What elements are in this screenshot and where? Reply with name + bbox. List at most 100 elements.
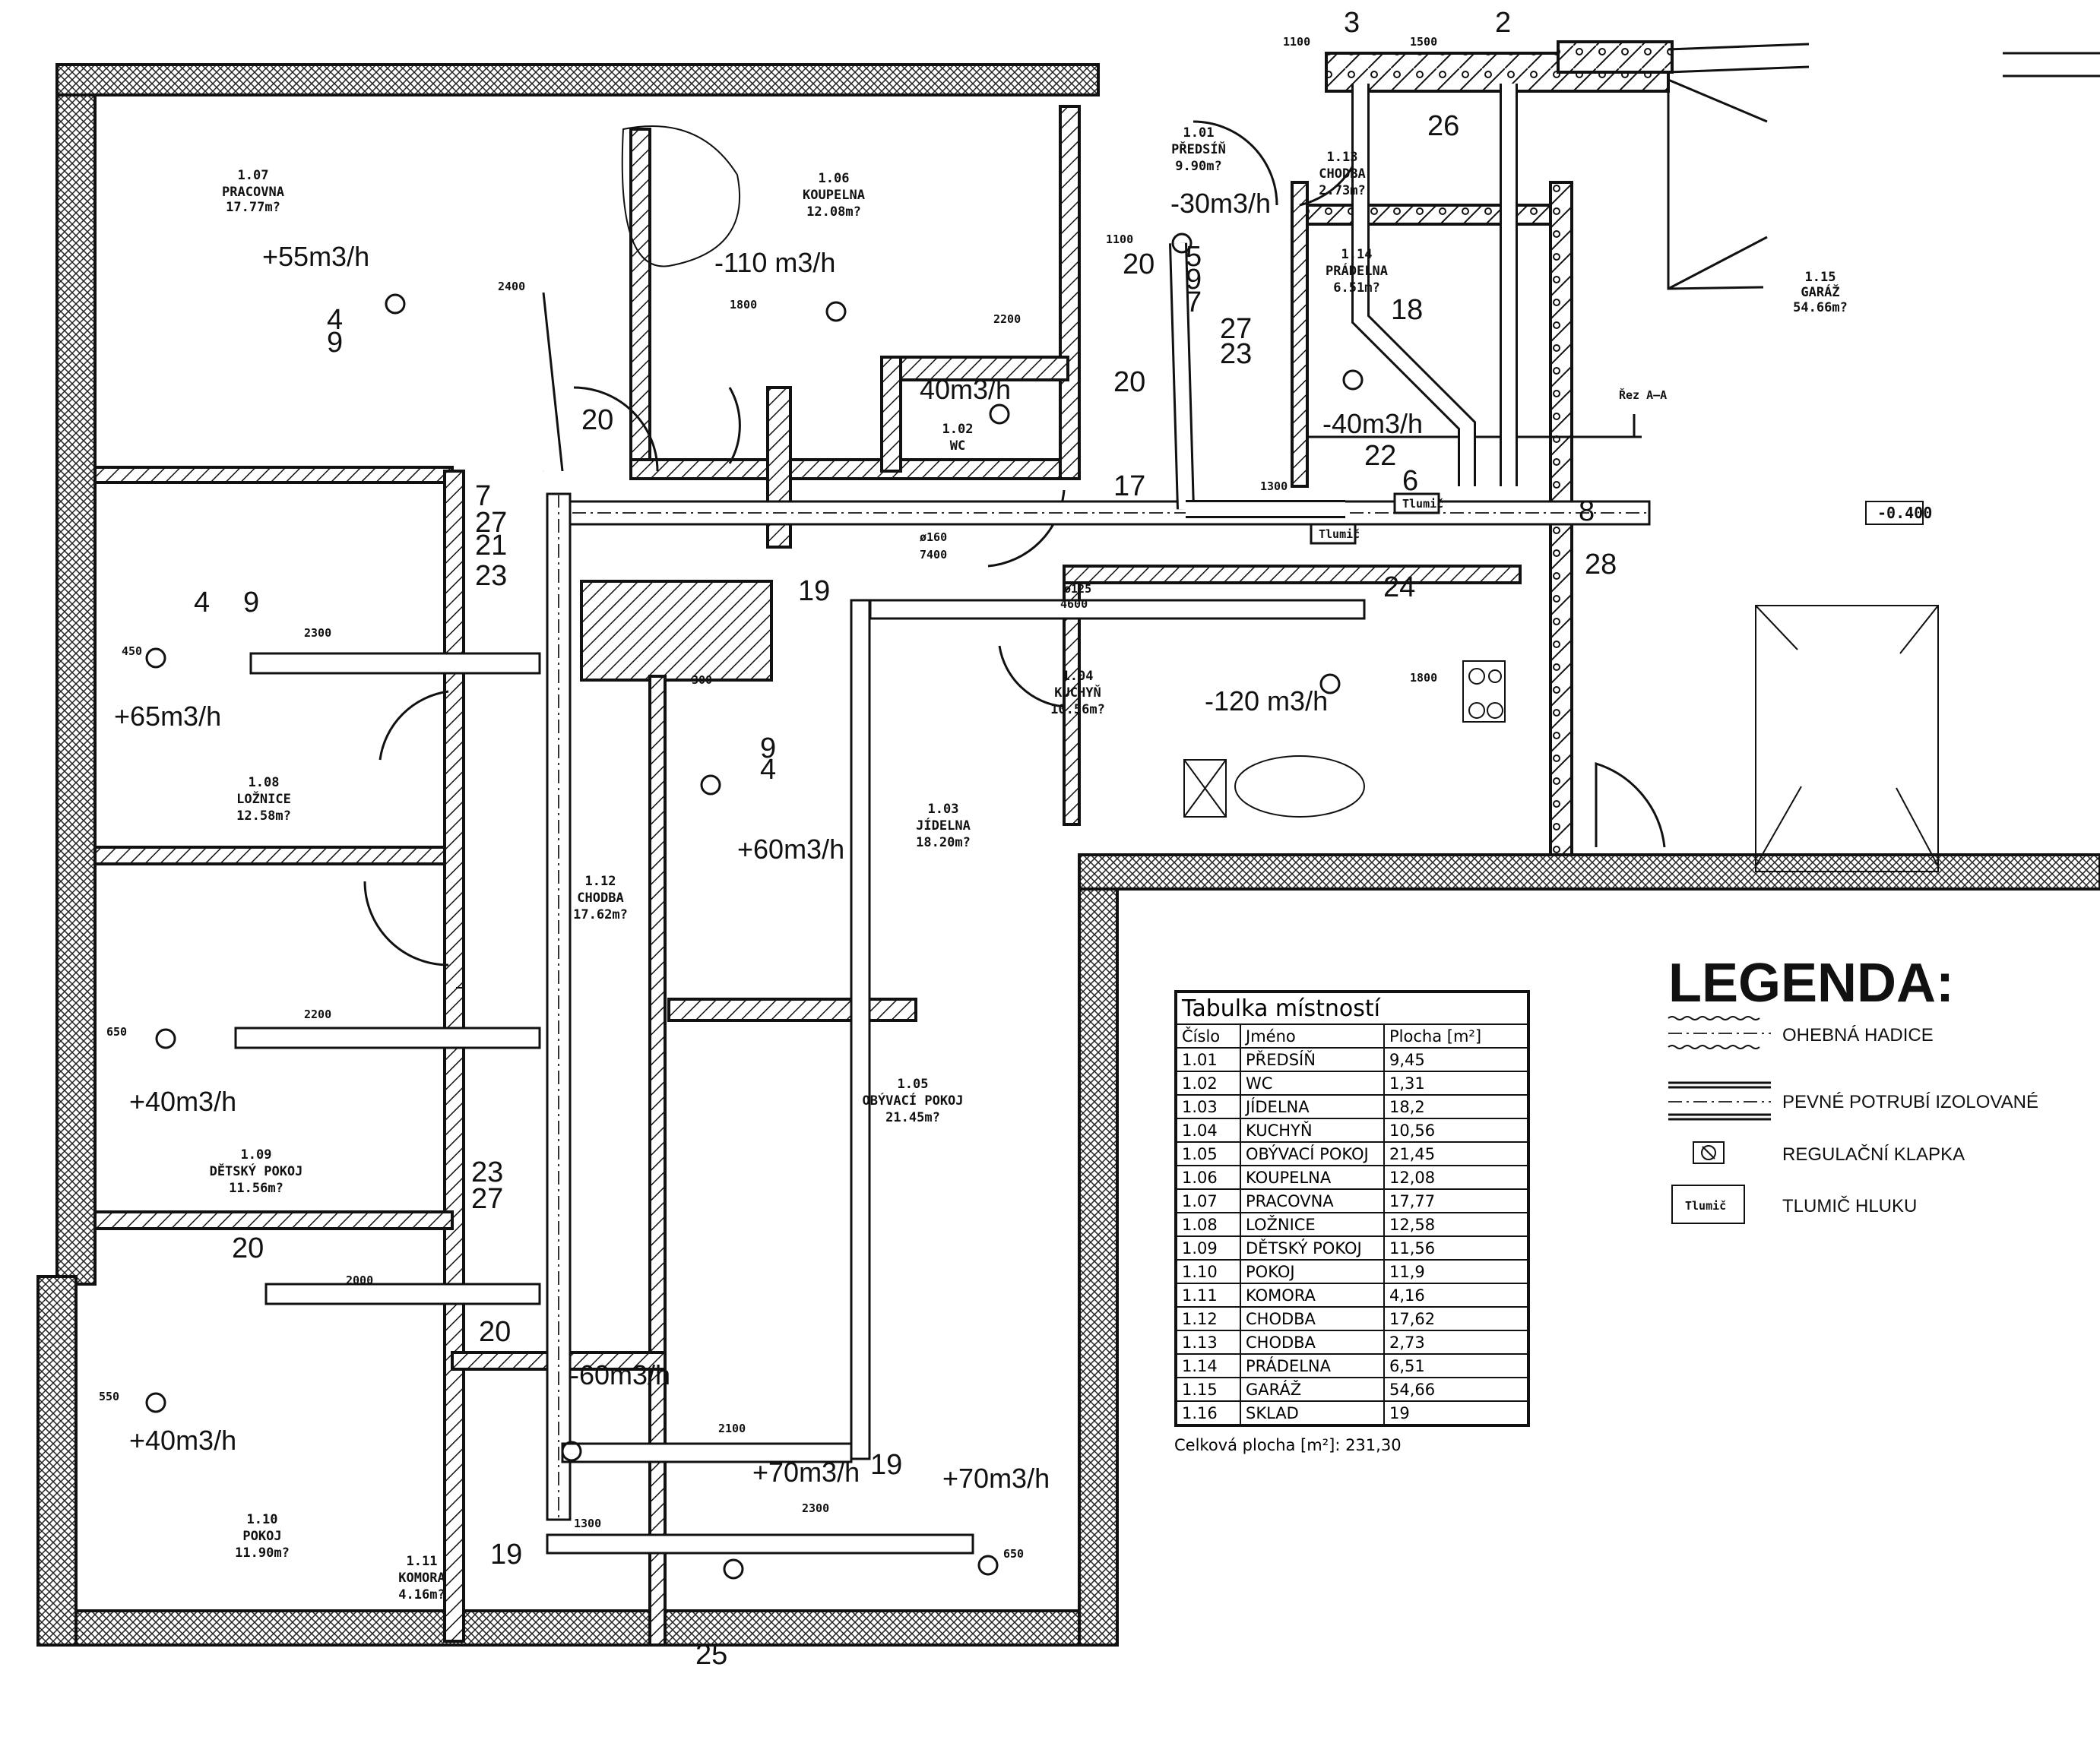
svg-text:CHODBA: CHODBA [1319, 166, 1365, 182]
room-name: KUCHYŇ [1240, 1118, 1385, 1143]
tag-9d: 9 [760, 732, 776, 764]
svg-text:1100: 1100 [1283, 35, 1310, 49]
airflow-labels: +55m3/h -110 m3/h 40m3/h -30m3/h +65m3/h… [114, 188, 1423, 1494]
svg-text:12.58m?: 12.58m? [236, 808, 291, 824]
svg-text:650: 650 [1003, 1547, 1024, 1561]
legend-silencer: Tlumič TLUMIČ HLUKU [1671, 1185, 1917, 1224]
tag-28: 28 [1585, 549, 1617, 581]
room-number: 1.13 [1175, 1330, 1241, 1355]
legend-insulated-pipe: PEVNÉ POTRUBÍ IZOLOVANÉ [1668, 1081, 2038, 1121]
airflow-jidelna: +60m3/h [737, 834, 844, 865]
svg-text:OBÝVACÍ POKOJ: OBÝVACÍ POKOJ [862, 1092, 963, 1109]
room-number: 1.16 [1175, 1400, 1241, 1426]
air-terminals [145, 233, 1364, 1580]
room-1.11-id: 1.11 [407, 1554, 438, 1569]
room-name: OBÝVACÍ POKOJ [1240, 1141, 1385, 1166]
svg-text:650: 650 [106, 1025, 127, 1039]
tag-9: 9 [1186, 264, 1202, 296]
wall-south [36, 1609, 1119, 1647]
airflow-pokoj: +40m3/h [129, 1425, 236, 1456]
svg-text:2000: 2000 [346, 1273, 373, 1287]
airflow-obyvaci-b: +70m3/h [942, 1463, 1050, 1494]
svg-text:2200: 2200 [993, 312, 1021, 326]
svg-text:ø160: ø160 [920, 530, 947, 544]
svg-text:PRACOVNA: PRACOVNA [222, 185, 284, 200]
svg-text:LOŽNICE: LOŽNICE [236, 790, 291, 807]
silencer-2 [1393, 492, 1440, 514]
room-1.07-id: 1.07 [238, 168, 269, 183]
room-1.09-id: 1.09 [241, 1147, 272, 1163]
svg-text:54.66m?: 54.66m? [1793, 300, 1848, 315]
room-area: 17,62 [1383, 1306, 1529, 1331]
svg-text:1300: 1300 [574, 1517, 601, 1530]
silencer-icon [1671, 1185, 1745, 1224]
room-name: PŘEDSÍŇ [1240, 1047, 1385, 1072]
airflow-loznice: +65m3/h [114, 701, 221, 732]
svg-text:2200: 2200 [304, 1008, 331, 1021]
airflow-obyvaci-a: +70m3/h [752, 1457, 860, 1488]
airflow-komora: -60m3/h [570, 1359, 670, 1390]
svg-text:PEVNÉ POTRUBÍ IZOLOVANÉ: PEVNÉ POTRUBÍ IZOLOVANÉ [1782, 1092, 2038, 1112]
room-labels: 1.07 PRACOVNA 17.77m? 1.06 KOUPELNA 12.0… [210, 125, 1848, 1602]
room-1.10-id: 1.10 [247, 1512, 278, 1527]
wall-west [55, 63, 97, 1286]
tag-18: 18 [1391, 294, 1423, 326]
svg-text:GARÁŽ: GARÁŽ [1801, 283, 1839, 300]
tag-21: 21 [475, 530, 507, 562]
room-area: 11,9 [1383, 1259, 1529, 1284]
tag-19b: 19 [870, 1449, 902, 1481]
wall-north [55, 63, 1100, 96]
svg-text:6.51m?: 6.51m? [1333, 280, 1379, 296]
room-number: 1.10 [1175, 1259, 1241, 1284]
room-number: 1.06 [1175, 1165, 1241, 1190]
svg-text:TLUMIČ HLUKU: TLUMIČ HLUKU [1782, 1195, 1917, 1216]
component-tags: 3 2 26 18 20 20 20 5 9 7 27 23 17 22 6 8… [194, 7, 1617, 1671]
svg-text:2.73m?: 2.73m? [1319, 183, 1365, 198]
silencer-1 [1310, 523, 1357, 545]
tag-7: 7 [1186, 286, 1202, 318]
legend: LEGENDA: OHEBNÁ HADICE PEVNÉ POTRUBÍ IZO… [1668, 953, 2038, 1224]
room-area: 21,45 [1383, 1141, 1529, 1166]
room-area: 17,77 [1383, 1188, 1529, 1213]
room-name: KOMORA [1240, 1283, 1385, 1308]
svg-text:4600: 4600 [1060, 597, 1088, 611]
room-name: KOUPELNA [1240, 1165, 1385, 1190]
svg-text:450: 450 [122, 644, 142, 658]
tag-6: 6 [1402, 465, 1418, 497]
tag-20b: 20 [1123, 248, 1155, 280]
room-number: 1.15 [1175, 1377, 1241, 1402]
wall-east-living [1078, 884, 1119, 1647]
room-area: 12,58 [1383, 1212, 1529, 1237]
svg-text:PŘEDSÍŇ: PŘEDSÍŇ [1171, 141, 1226, 157]
tag-23: 23 [1220, 338, 1252, 370]
tag-20e: 20 [232, 1232, 264, 1264]
svg-text:12.08m?: 12.08m? [806, 204, 861, 220]
svg-text:2300: 2300 [304, 626, 331, 640]
tag-4b: 4 [194, 587, 210, 618]
svg-text:2300: 2300 [802, 1501, 829, 1515]
room-number: 1.11 [1175, 1283, 1241, 1308]
svg-text:Tlumič: Tlumič [1402, 497, 1443, 511]
tag-17: 17 [1113, 470, 1145, 502]
room-area: 10,56 [1383, 1118, 1529, 1143]
tag-4c: 4 [760, 754, 776, 786]
svg-text:OHEBNÁ HADICE: OHEBNÁ HADICE [1782, 1025, 1934, 1046]
wall-sw [36, 1275, 78, 1647]
room-name: POKOJ [1240, 1259, 1385, 1284]
svg-text:1800: 1800 [1410, 671, 1437, 685]
tag-3: 3 [1344, 7, 1360, 39]
room-name: CHODBA [1240, 1330, 1385, 1355]
